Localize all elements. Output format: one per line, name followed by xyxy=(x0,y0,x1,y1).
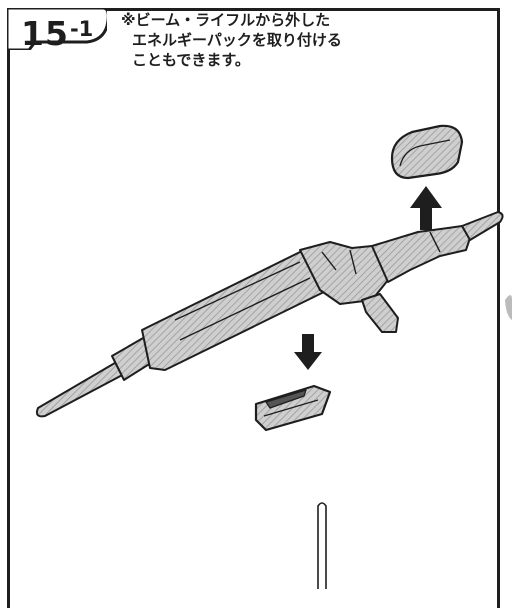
step-label: 15-1 xyxy=(5,6,110,52)
stand-post xyxy=(317,502,327,589)
rifle-part xyxy=(35,211,504,418)
instruction-page: 15-1 ※ビーム・ライフルから外した エネルギーパックを取り付ける こともでき… xyxy=(5,6,512,608)
note-line-1: ※ビーム・ライフルから外した xyxy=(121,11,331,29)
energy-pack-bottom xyxy=(254,384,332,432)
step-tab-shape xyxy=(5,6,110,52)
note-line-3: こともできます。 xyxy=(132,51,250,69)
page-edge-mark xyxy=(505,295,512,320)
note-text: ※ビーム・ライフルから外した エネルギーパックを取り付ける こともできます。 xyxy=(121,10,342,70)
step-number-sub: -1 xyxy=(69,17,94,41)
step-number: 15-1 xyxy=(21,17,93,50)
note-line-2: エネルギーパックを取り付ける xyxy=(132,31,342,49)
step-frame xyxy=(7,8,500,608)
step-number-main: 15 xyxy=(21,14,69,53)
energy-pack-top xyxy=(390,124,464,180)
arrow-down-icon xyxy=(294,334,322,370)
assembly-illustration xyxy=(35,124,512,589)
arrow-up-icon xyxy=(410,186,442,230)
